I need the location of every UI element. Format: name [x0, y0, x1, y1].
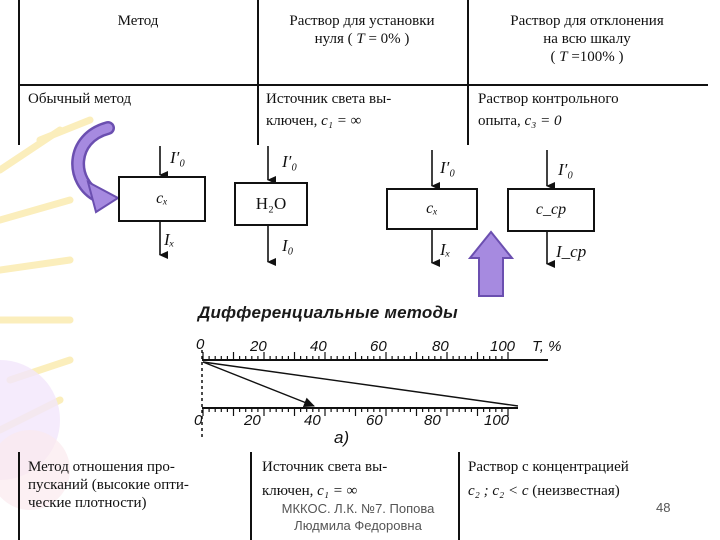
header-zero-T: T	[356, 31, 365, 47]
scale-top-tick-60: 60	[370, 338, 387, 355]
label-out-2: I₀	[282, 236, 294, 255]
ratio-method: Метод отношения про- пусканий (высокие о…	[28, 458, 248, 512]
ratio-full-condition: c₂ < c	[492, 483, 529, 499]
scale-caption: а)	[334, 428, 350, 447]
row-zero-line2: ключен, c₁ = ∞	[266, 112, 466, 130]
header-full-line3: ( T =100% )	[469, 48, 705, 66]
row-full-formula: c₃ = 0	[524, 113, 562, 129]
header-full-paren: (	[550, 49, 556, 65]
table-col-divider	[257, 0, 259, 145]
cuvette-diagram-lines	[71, 121, 555, 297]
ratio-zero-text: ключен,	[262, 483, 314, 499]
header-zero-line1: Раствор для установки	[289, 13, 435, 29]
bottom-col-divider	[250, 452, 252, 540]
label-out-4: I_ср	[556, 242, 587, 261]
row-zero-formula: c₁ = ∞	[321, 113, 362, 129]
ratio-zero-line1: Источник света вы-	[262, 459, 388, 475]
footer-author-line1: МККОС. Л.К. №7. Попова	[281, 501, 435, 516]
header-full-T: T	[559, 49, 568, 65]
up-arrow-icon	[467, 230, 515, 297]
cuvette-sample-1: cₓ	[118, 176, 206, 222]
row-full-line2: опыта, c₃ = 0	[478, 112, 708, 130]
row-zero-line1: Источник света вы-	[266, 91, 392, 107]
row-ordinary-full: Раствор контрольного опыта, c₃ = 0	[478, 90, 708, 130]
table-col-divider	[467, 0, 469, 145]
ratio-zero: Источник света вы- ключен, c₁ = ∞	[262, 458, 456, 500]
row-ordinary-zero: Источник света вы- ключен, c₁ = ∞	[266, 90, 466, 130]
row-full-line1: Раствор контрольного	[478, 91, 619, 107]
header-zero-text: нуля (	[314, 31, 353, 47]
scale-top-tick-0: 0	[196, 336, 205, 353]
section-title: Дифференциальные методы	[198, 303, 458, 322]
header-zero-value: = 0% )	[368, 31, 410, 47]
label-incident-1: I′₀	[170, 148, 186, 167]
label-incident-3: I′₀	[440, 158, 456, 177]
table-row-divider	[18, 84, 708, 86]
page-number: 48	[656, 500, 671, 515]
scale-bottom-tick-60: 60	[366, 412, 383, 429]
ratio-zero-line2: ключен, c₁ = ∞	[262, 482, 456, 500]
label-out-3: Iₓ	[440, 240, 451, 259]
header-zero-solution: Раствор для установки нуля ( T = 0% )	[259, 12, 465, 48]
ratio-method-line2: пусканий (высокие опти-	[28, 477, 189, 493]
scale-unit: T, %	[532, 338, 562, 355]
ratio-full-line2: c₂ ; c₂ < c (неизвестная)	[468, 482, 708, 500]
ratio-full: Раствор с концентрацией c₂ ; c₂ < c (неи…	[468, 458, 708, 500]
header-method: Метод	[117, 13, 159, 29]
ratio-full-line1: Раствор с концентрацией	[468, 459, 629, 475]
scale-top-tick-100: 100	[490, 338, 516, 355]
ratio-zero-formula: c₁ = ∞	[317, 483, 358, 499]
header-zero-line2: нуля ( T = 0% )	[259, 30, 465, 48]
cuvette-water: H₂O	[234, 182, 308, 226]
ratio-full-note: (неизвестная)	[532, 483, 620, 499]
ratio-method-line3: ческие плотности)	[28, 495, 147, 511]
label-incident-2: I′₀	[282, 152, 298, 171]
scale-top-tick-40: 40	[310, 338, 327, 355]
header-full-line2: на всю шкалу	[543, 31, 631, 47]
footer-author: МККОС. Л.К. №7. Попова Людмила Федоровна	[258, 500, 458, 534]
row-zero-text: ключен,	[266, 113, 318, 129]
label-out-1: Iₓ	[164, 230, 175, 249]
ratio-method-line1: Метод отношения про-	[28, 459, 175, 475]
table-left-border	[18, 0, 20, 145]
ratio-full-c2: c₂ ;	[468, 483, 489, 499]
footer-author-line2: Людмила Федоровна	[294, 518, 422, 533]
cuvette-reference: c_ср	[507, 188, 595, 232]
header-full-scale: Раствор для отклонения на всю шкалу ( T …	[469, 12, 705, 66]
scale-bottom-tick-20: 20	[244, 412, 261, 429]
scale-top-tick-80: 80	[432, 338, 449, 355]
bottom-left-border	[18, 452, 20, 540]
row-ordinary-method: Обычный метод	[28, 91, 132, 107]
scale-bottom-tick-0: 0	[194, 412, 203, 429]
scale-top-tick-20: 20	[250, 338, 267, 355]
scale-bottom-tick-40: 40	[304, 412, 321, 429]
scale-bottom-tick-80: 80	[424, 412, 441, 429]
cuvette-sample-2: cₓ	[386, 188, 478, 230]
scale-bottom-tick-100: 100	[484, 412, 510, 429]
bottom-col-divider	[458, 452, 460, 540]
row-full-text: опыта,	[478, 113, 521, 129]
header-full-value: =100% )	[571, 49, 624, 65]
header-full-line1: Раствор для отклонения	[510, 13, 664, 29]
label-incident-4: I′₀	[558, 160, 574, 179]
